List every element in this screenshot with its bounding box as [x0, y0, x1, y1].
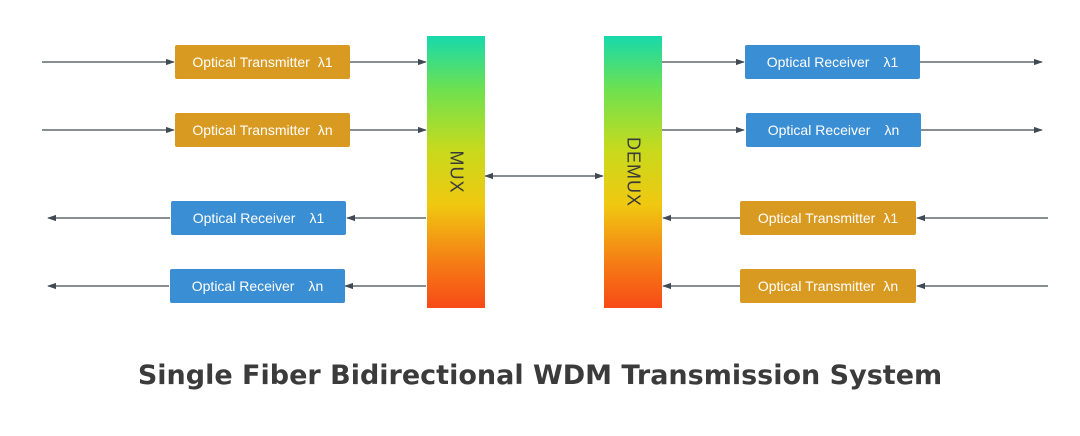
- box-text: Optical Receiver: [191, 278, 295, 294]
- mux-block: MUX: [427, 36, 485, 308]
- right-optical-transmitter-l1: Optical Transmitter λ1: [740, 201, 916, 235]
- lambda-label: λ1: [883, 210, 899, 226]
- lambda-label: λn: [317, 122, 333, 138]
- right-optical-receiver-l1: Optical Receiver λ1: [745, 45, 920, 79]
- left-optical-receiver-ln: Optical Receiver λn: [170, 269, 345, 303]
- left-optical-receiver-l1: Optical Receiver λ1: [171, 201, 346, 235]
- box-text: Optical Transmitter: [757, 210, 876, 226]
- lambda-label: λ1: [309, 210, 325, 226]
- demux-label: DEMUX: [623, 136, 644, 208]
- diagram-title: Single Fiber Bidirectional WDM Transmiss…: [137, 360, 943, 391]
- box-text: Optical Transmitter: [192, 122, 310, 138]
- right-optical-receiver-ln: Optical Receiver λn: [746, 113, 921, 147]
- lambda-label: λ1: [883, 54, 899, 70]
- left-optical-transmitter-l1: Optical Transmitter λ1: [175, 45, 350, 79]
- lambda-label: λ1: [317, 54, 333, 70]
- lambda-label: λn: [308, 278, 324, 294]
- lambda-label: λn: [883, 278, 899, 294]
- box-text: Optical Receiver: [766, 54, 870, 70]
- box-text: Optical Transmitter: [192, 54, 310, 70]
- box-text: Optical Transmitter: [757, 278, 876, 294]
- box-text: Optical Receiver: [192, 210, 296, 226]
- demux-block: DEMUX: [604, 36, 662, 308]
- lambda-label: λn: [884, 122, 900, 138]
- box-text: Optical Receiver: [767, 122, 871, 138]
- mux-label: MUX: [446, 150, 467, 194]
- right-optical-transmitter-ln: Optical Transmitter λn: [740, 269, 916, 303]
- left-optical-transmitter-ln: Optical Transmitter λn: [175, 113, 350, 147]
